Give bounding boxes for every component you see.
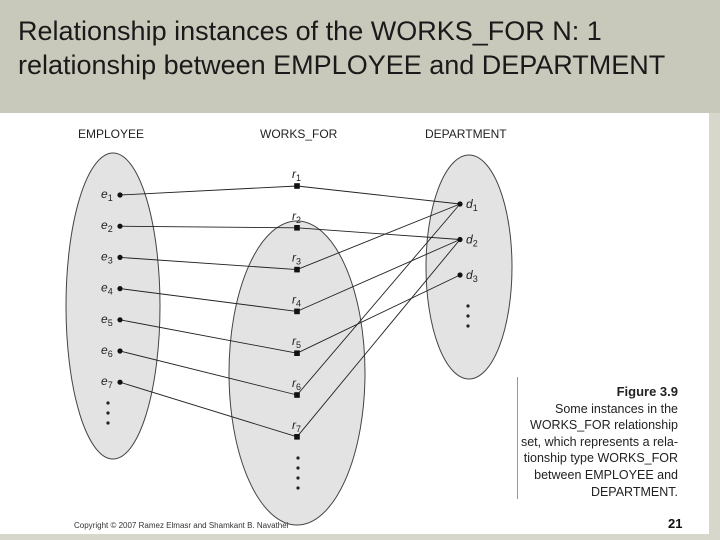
caption-line: tionship type WORKS_FOR — [523, 451, 678, 466]
right-decor-bar — [709, 113, 720, 540]
node-e6 — [117, 348, 123, 354]
figure-number: Figure 3.9 — [616, 384, 678, 399]
node-label-e5: e5 — [101, 312, 113, 328]
caption-line: Some instances in the — [555, 401, 678, 416]
node-e2 — [117, 223, 123, 229]
node-r6 — [294, 392, 300, 398]
node-d2 — [457, 236, 463, 243]
caption-divider — [517, 377, 518, 499]
node-e5 — [117, 317, 123, 323]
node-label-e3: e3 — [101, 249, 113, 265]
node-e4 — [117, 286, 123, 292]
title-band — [0, 0, 720, 113]
node-label-d1: d1 — [466, 197, 478, 213]
bottom-decor-bar — [0, 534, 720, 540]
caption-line: WORKS_FOR relationship — [530, 418, 678, 433]
department-continuation-dots — [466, 304, 470, 328]
node-label-r4: r4 — [292, 292, 301, 308]
node-r4 — [294, 308, 300, 315]
link-rel-dept-3 — [296, 203, 461, 271]
link-rel-dept-5 — [296, 274, 461, 354]
node-label-r6: r6 — [292, 376, 301, 392]
slide-title: Relationship instances of the WORKS_FOR … — [18, 16, 666, 80]
node-label-e4: e4 — [101, 281, 113, 297]
node-r7 — [294, 434, 300, 440]
employee-continuation-dots — [106, 401, 110, 425]
works-for-set-ellipse — [228, 220, 366, 526]
node-r5 — [294, 350, 300, 356]
employee-set-label: EMPLOYEE — [78, 127, 144, 141]
node-e7 — [117, 379, 123, 385]
department-set-label: DEPARTMENT — [425, 127, 507, 141]
caption-line: between EMPLOYEE and — [534, 467, 678, 482]
department-set-ellipse — [425, 154, 513, 380]
link-rel-dept-1 — [296, 185, 461, 205]
works-for-continuation-dots — [296, 456, 300, 490]
node-e3 — [117, 254, 123, 260]
link-emp-rel-7 — [119, 381, 298, 438]
node-label-r7: r7 — [292, 418, 301, 434]
link-emp-rel-2 — [119, 225, 298, 229]
link-rel-dept-7 — [296, 239, 461, 438]
link-rel-dept-6 — [296, 203, 461, 396]
page-number: 21 — [668, 516, 683, 531]
copyright-notice: Copyright © 2007 Ramez Elmasr and Shamka… — [74, 521, 289, 530]
node-label-r3: r3 — [292, 251, 301, 267]
node-d1 — [457, 201, 463, 207]
node-r2 — [294, 225, 300, 231]
er-instance-diagram: EMPLOYEE WORKS_FOR DEPARTMENT e1 e2 e3 e4 e5… — [65, 127, 513, 526]
node-label-d2: d2 — [466, 233, 478, 249]
link-emp-rel-3 — [119, 256, 298, 271]
node-label-e1: e1 — [101, 187, 113, 203]
node-label-e6: e6 — [101, 343, 113, 359]
node-r3 — [294, 266, 300, 273]
node-label-e2: e2 — [101, 218, 113, 234]
caption-line: set, which represents a rela- — [520, 434, 678, 449]
employee-set-ellipse — [65, 152, 161, 460]
node-r1 — [294, 183, 300, 189]
link-emp-rel-1 — [119, 185, 298, 196]
node-e1 — [117, 192, 123, 198]
link-emp-rel-5 — [119, 319, 298, 354]
node-label-r1: r1 — [292, 167, 301, 183]
link-rel-dept-2 — [296, 227, 461, 240]
works-for-set-label: WORKS_FOR — [260, 127, 338, 141]
link-rel-dept-4 — [296, 239, 461, 312]
link-emp-rel-4 — [119, 288, 298, 312]
node-label-r2: r2 — [292, 209, 301, 225]
node-label-r5: r5 — [292, 334, 301, 350]
node-label-d3: d3 — [466, 268, 478, 284]
node-d3 — [457, 272, 463, 278]
figure-caption: Figure 3.9 Some instances in the WORKS_F… — [515, 384, 678, 500]
caption-line: DEPARTMENT. — [590, 484, 678, 499]
link-emp-rel-6 — [119, 350, 298, 396]
node-label-e7: e7 — [101, 374, 113, 390]
